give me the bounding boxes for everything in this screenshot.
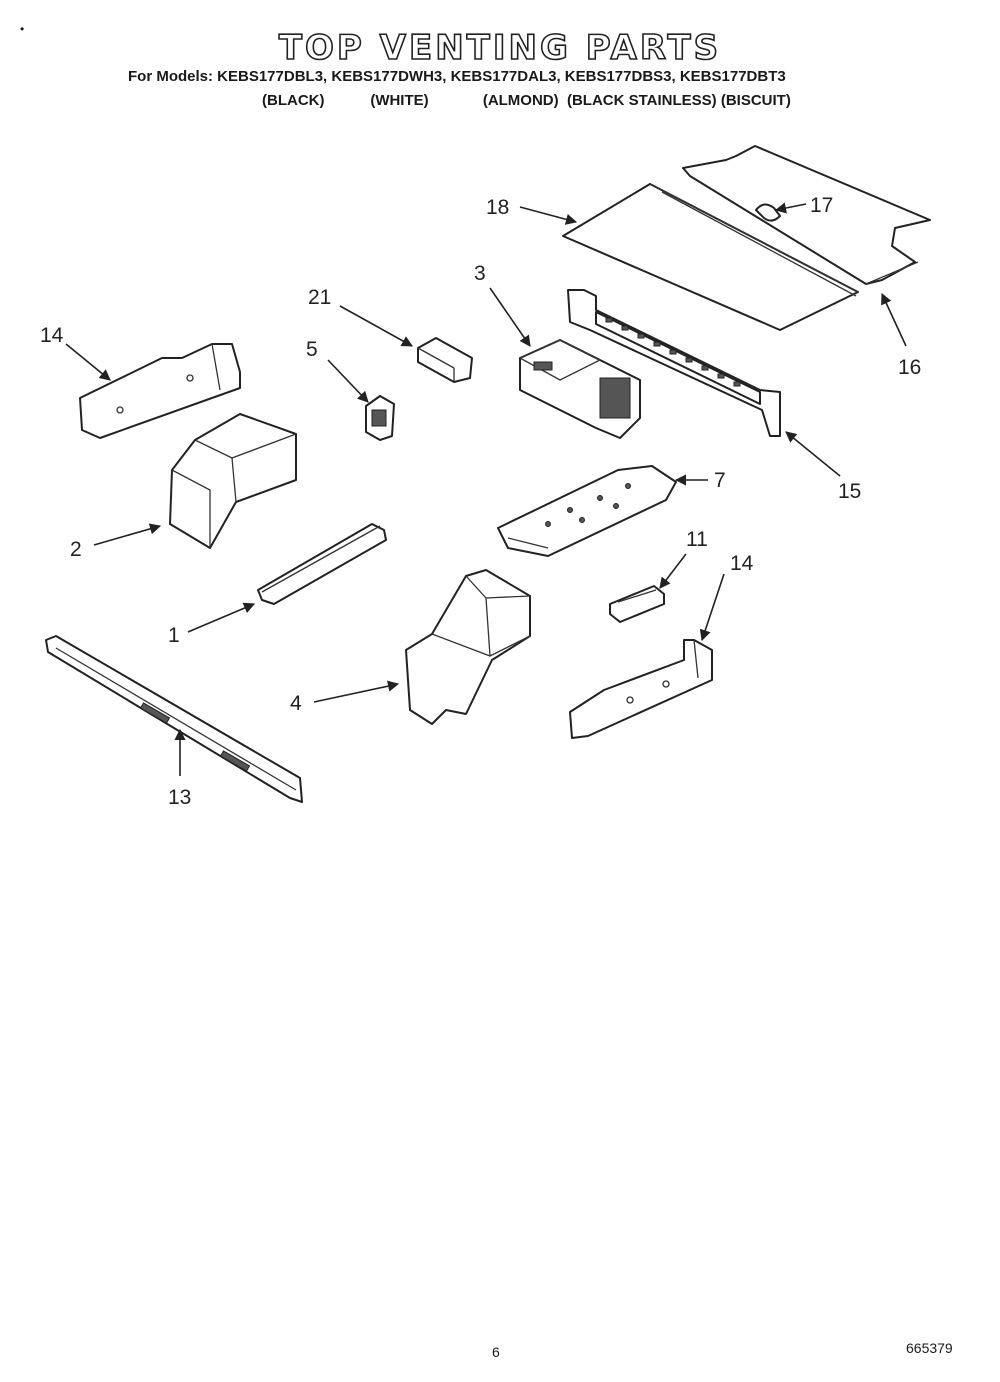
- callout-15: 15: [838, 480, 861, 503]
- part-18-shield: [562, 183, 859, 331]
- corner-mark: •: [20, 22, 25, 36]
- part-4-lower-duct: [405, 569, 531, 725]
- part-15-bracket: [567, 289, 781, 437]
- part-16-vent-cover: [682, 145, 931, 285]
- models-list: For Models: KEBS177DBL3, KEBS177DWH3, KE…: [128, 68, 786, 85]
- callout-labels: 18 17 16 3 21 5 14 15 7 2 11 14 1 4 13: [40, 194, 921, 809]
- page-number: 6: [492, 1344, 500, 1360]
- part-14-side-bracket-left: [79, 343, 241, 439]
- callout-13: 13: [168, 786, 191, 809]
- callout-2: 2: [70, 538, 82, 561]
- part-17-clip: [755, 203, 781, 222]
- part-13-rail: [45, 635, 303, 803]
- part-2-duct: [169, 413, 297, 549]
- callout-4: 4: [290, 692, 302, 715]
- callout-1: 1: [168, 624, 180, 647]
- part-21-block: [417, 337, 473, 383]
- callout-14-left: 14: [40, 324, 64, 347]
- part-1-filter: [257, 523, 387, 605]
- callout-16: 16: [898, 356, 921, 379]
- callout-7: 7: [714, 469, 726, 492]
- callout-18: 18: [486, 196, 509, 219]
- document-number: 665379: [906, 1340, 953, 1356]
- callout-21: 21: [308, 286, 331, 309]
- callout-11: 11: [686, 528, 708, 551]
- part-14-side-bracket-right: [569, 639, 713, 739]
- leader-lines: [65, 202, 907, 776]
- model-colors: (BLACK) (WHITE) (ALMOND) (BLACK STAINLES…: [262, 92, 791, 109]
- part-7-plate: [497, 465, 677, 557]
- callout-3: 3: [474, 262, 486, 285]
- callout-14-right: 14: [730, 552, 754, 575]
- callout-5: 5: [306, 338, 318, 361]
- part-11-terminal: [609, 585, 665, 623]
- diagram-title: TOP VENTING PARTS: [278, 27, 722, 69]
- callout-17: 17: [810, 194, 833, 217]
- part-3-fan-motor: [518, 339, 641, 439]
- part-5-switch: [365, 395, 395, 441]
